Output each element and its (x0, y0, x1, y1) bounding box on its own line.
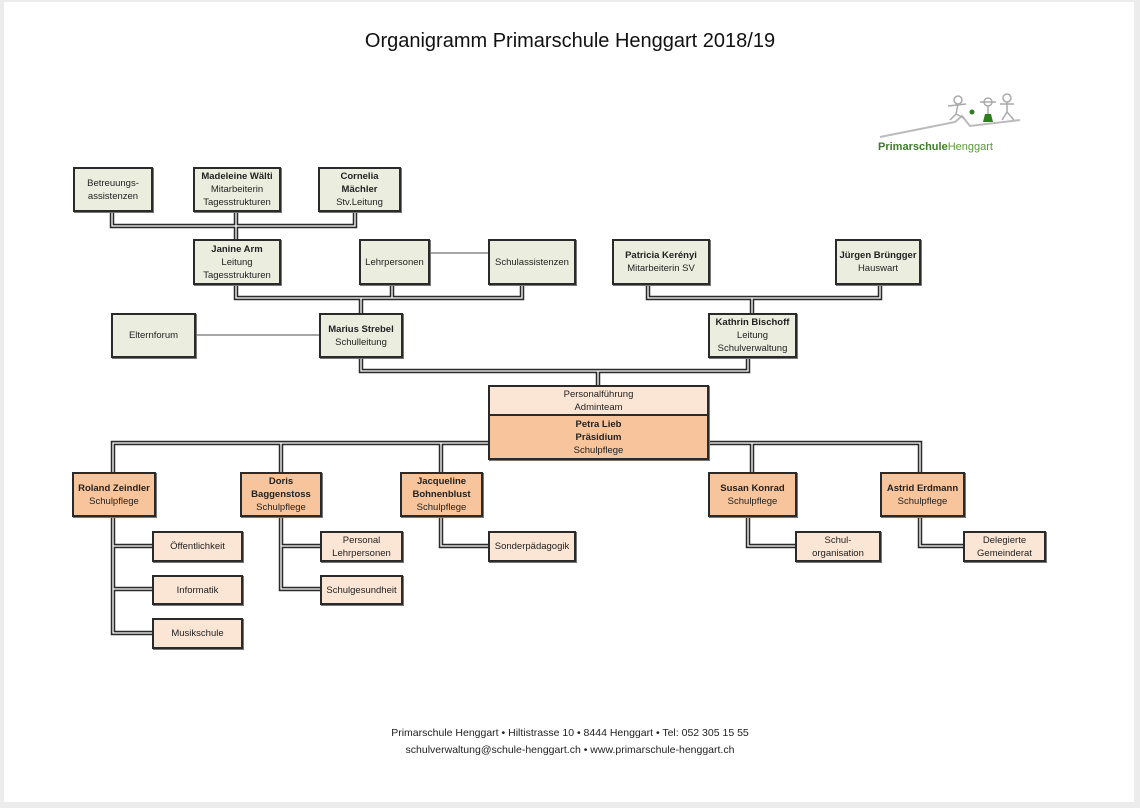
box-line: Sonderpädagogik (494, 541, 570, 552)
logo-figures-icon (879, 93, 1021, 138)
logo-part1: Primarschule (878, 141, 948, 153)
box-line: Öffentlichkeit (170, 541, 225, 552)
box-line: Schulpflege (256, 502, 306, 513)
box-line: Lehrpersonen (332, 547, 391, 559)
box-name: Susan Konrad (720, 482, 785, 494)
box-name: Petra Lieb (575, 418, 622, 430)
box-line: Schulverwaltung (717, 343, 788, 354)
box-line: Personal (342, 534, 381, 546)
box-line: Schulgesundheit (326, 584, 397, 596)
box-name: Präsidium (575, 431, 622, 443)
box-line: Hauswart (857, 263, 899, 274)
box-schulorganisation: Schul-organisation (795, 531, 881, 562)
box-line: Schulpflege (416, 502, 467, 513)
box-musikschule: Musikschule (152, 618, 243, 649)
box-line: organisation (812, 547, 864, 559)
box-line: Tagesstrukturen (203, 197, 271, 208)
box-schulassistenzen: Schulassistenzen (488, 239, 576, 285)
box-name: Mächler (341, 184, 378, 195)
box-line: Mitarbeiterin (210, 184, 264, 195)
box-lehrpersonen: Lehrpersonen (359, 239, 430, 285)
box-line: Tagesstrukturen (203, 269, 271, 281)
box-sonderpaedagogik: Sonderpädagogik (488, 531, 576, 562)
box-line: Personalführung (563, 388, 634, 400)
footer-address: Primarschule Henggart • Hiltistrasse 10 … (391, 727, 749, 739)
footer-contact: schulverwaltung@schule-henggart.ch • www… (405, 744, 735, 756)
box-betreuungsassistenzen: Betreuungs-assistenzen (73, 167, 153, 212)
box-informatik: Informatik (152, 575, 243, 605)
box-name: Cornelia (340, 171, 379, 182)
box-name: Astrid Erdmann (886, 482, 959, 494)
box-line: Leitung (736, 330, 769, 341)
box-line: Schulleitung (335, 336, 387, 348)
box-line: Betreuungs- (87, 177, 139, 189)
page-title: Organigramm Primarschule Henggart 2018/1… (364, 30, 776, 52)
logo-text: PrimarschuleHenggart (878, 141, 993, 153)
box-name: Jacqueline (416, 476, 467, 487)
box-line: Stv.Leitung (336, 197, 383, 208)
box-line: Schulpflege (573, 444, 624, 456)
box-name: Baggenstoss (251, 489, 311, 500)
box-line: assistenzen (87, 190, 139, 202)
box-line: Schulpflege (89, 495, 139, 507)
box-line: Mitarbeiterin SV (627, 263, 695, 274)
box-line: Schulpflege (897, 495, 948, 507)
box-line: Schulpflege (727, 495, 778, 507)
box-line: Schulassistenzen (495, 256, 569, 268)
box-name: Doris (268, 476, 294, 487)
box-line: Adminteam (574, 401, 623, 413)
box-line: Elternforum (128, 330, 179, 341)
box-name: Bohnenblust (412, 489, 471, 500)
box-schulgesundheit: Schulgesundheit (320, 575, 403, 605)
box-line: Leitung (221, 256, 253, 268)
box-name: Roland Zeindler (78, 482, 150, 494)
box-line: Musikschule (171, 628, 224, 639)
box-name: Patricia Kerényi (625, 250, 697, 261)
box-line: Delegierte (982, 534, 1027, 546)
box-oeffentlichkeit: Öffentlichkeit (152, 531, 243, 562)
box-name: Janine Arm (211, 243, 263, 255)
box-name: Marius Strebel (328, 323, 394, 335)
box-line: Gemeinderat (977, 547, 1032, 559)
box-name: Kathrin Bischoff (715, 317, 790, 328)
box-name: Jürgen Brüngger (839, 250, 917, 261)
box-name: Madeleine Wälti (201, 171, 273, 182)
box-line: Lehrpersonen (365, 256, 424, 268)
logo-part2: Henggart (947, 141, 993, 153)
box-line: Informatik (176, 584, 219, 596)
box-line: Schul- (824, 534, 852, 546)
box-elternforum: Elternforum (111, 313, 196, 358)
